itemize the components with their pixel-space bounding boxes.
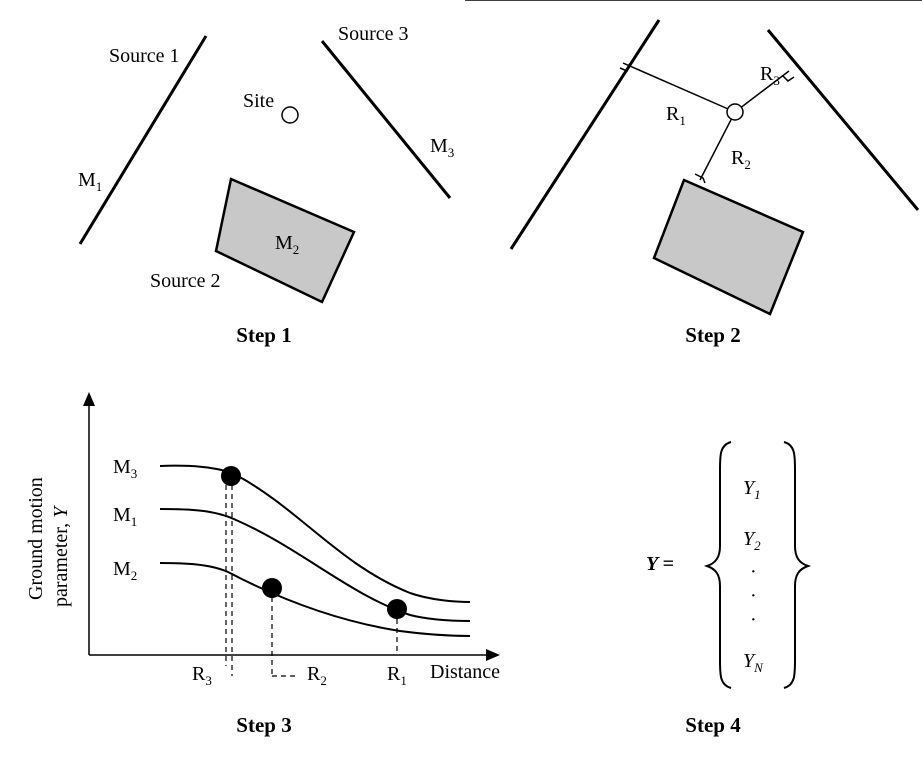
distance-r3-line xyxy=(734,70,790,113)
distance-r1-line xyxy=(622,62,736,113)
equation-lhs: Y = xyxy=(646,553,674,575)
intercept-point-m2-r2 xyxy=(262,578,282,598)
distance-r3-label: R3 xyxy=(760,63,780,88)
source2-area xyxy=(652,178,805,316)
vector-ellipsis-dot: · xyxy=(750,609,757,631)
site-marker xyxy=(281,106,299,124)
distance-r2-line xyxy=(699,111,736,181)
step1-caption: Step 1 xyxy=(236,323,291,347)
intercept-point-m1-r1 xyxy=(387,599,407,619)
curve-m3-label: M3 xyxy=(113,456,137,481)
curve-m1-label: M1 xyxy=(113,504,137,529)
right-angle-marker xyxy=(619,64,631,72)
step3-caption: Step 3 xyxy=(236,713,291,737)
source3-line xyxy=(320,40,452,199)
x-axis-arrowhead xyxy=(486,649,500,661)
left-brace xyxy=(703,441,732,689)
intercept-point-m3-r3 xyxy=(221,466,241,486)
attenuation-curve-m1 xyxy=(159,508,471,622)
attenuation-curve-m2 xyxy=(159,562,471,637)
source2-area xyxy=(214,177,356,304)
right-angle-marker xyxy=(694,173,706,184)
step1-panel: Source 1 Source 3 Site Source 2 M1 M2 M3… xyxy=(78,23,454,347)
source1-line xyxy=(509,19,661,250)
right-angle-marker xyxy=(782,75,795,82)
site-marker xyxy=(726,103,744,121)
step4-panel: Y = Y1 Y2 · · · YN Step 4 xyxy=(646,441,812,737)
step3-panel: Ground motion parameter,Y M3 M1 M2 R3 R2… xyxy=(25,392,500,737)
vector-entry-yn: YN xyxy=(743,650,764,675)
source1-label: Source 1 xyxy=(109,45,180,67)
tick-r3-label: R3 xyxy=(192,663,212,688)
distance-r2-label: R2 xyxy=(731,147,751,172)
curve-m2-label: M2 xyxy=(113,558,137,583)
right-brace xyxy=(783,441,812,689)
source3-line xyxy=(766,29,920,211)
y-axis-label-line1: Ground motion xyxy=(25,477,47,600)
x-axis-label: Distance xyxy=(430,661,500,683)
vector-entry-y2: Y2 xyxy=(743,528,761,553)
magnitude-m3-label: M3 xyxy=(430,135,454,160)
step4-caption: Step 4 xyxy=(685,713,741,737)
magnitude-m2-label: M2 xyxy=(275,232,299,257)
tick-r1-label: R1 xyxy=(387,663,407,688)
vector-ellipsis-dot: · xyxy=(750,561,757,583)
vector-entry-y1: Y1 xyxy=(743,477,761,502)
step2-caption: Step 2 xyxy=(685,323,740,347)
tick-r2-label: R2 xyxy=(307,663,327,688)
y-axis-label-line2: parameter,Y xyxy=(50,505,72,607)
step2-panel: R1 R3 R2 Step 2 xyxy=(465,0,922,347)
source1-line xyxy=(78,35,208,245)
attenuation-curve-m3 xyxy=(159,464,471,603)
vector-ellipsis-dot: · xyxy=(750,585,757,607)
source3-label: Source 3 xyxy=(338,23,409,45)
distance-r1-label: R1 xyxy=(666,103,686,128)
y-axis-arrowhead xyxy=(83,392,95,406)
magnitude-m1-label: M1 xyxy=(78,169,102,194)
source2-label: Source 2 xyxy=(150,270,221,292)
site-label: Site xyxy=(243,90,274,112)
